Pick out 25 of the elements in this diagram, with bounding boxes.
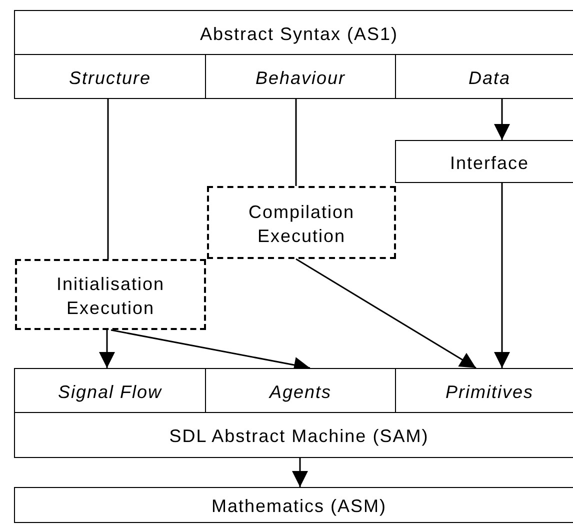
layer-box	[14, 412, 573, 458]
node-label: Behaviour	[255, 66, 346, 90]
arrow	[494, 183, 510, 368]
node-label: Compilation Execution	[247, 201, 356, 248]
node-label: SDL Abstract Machine (SAM)	[169, 425, 429, 448]
layer-box	[14, 10, 573, 55]
layer-box	[14, 487, 573, 523]
node-label: Mathematics (ASM)	[211, 495, 387, 518]
node-label: Structure	[68, 66, 152, 90]
node-label: Initialisation Execution	[55, 273, 166, 320]
node-label: Agents	[269, 380, 332, 404]
category-box	[14, 54, 206, 99]
node-label: Interface	[450, 152, 530, 175]
arrow	[494, 99, 510, 140]
node-label: Primitives	[445, 380, 534, 404]
node-label: Signal Flow	[58, 380, 162, 404]
arrow	[292, 458, 308, 487]
arrow	[99, 330, 115, 368]
arrow	[296, 258, 476, 369]
node-label: Data	[468, 66, 511, 90]
execution-box	[207, 186, 396, 259]
node-label: Abstract Syntax (AS1)	[200, 22, 398, 46]
process-box	[395, 140, 573, 183]
category-box	[14, 368, 206, 413]
execution-box	[15, 259, 206, 330]
